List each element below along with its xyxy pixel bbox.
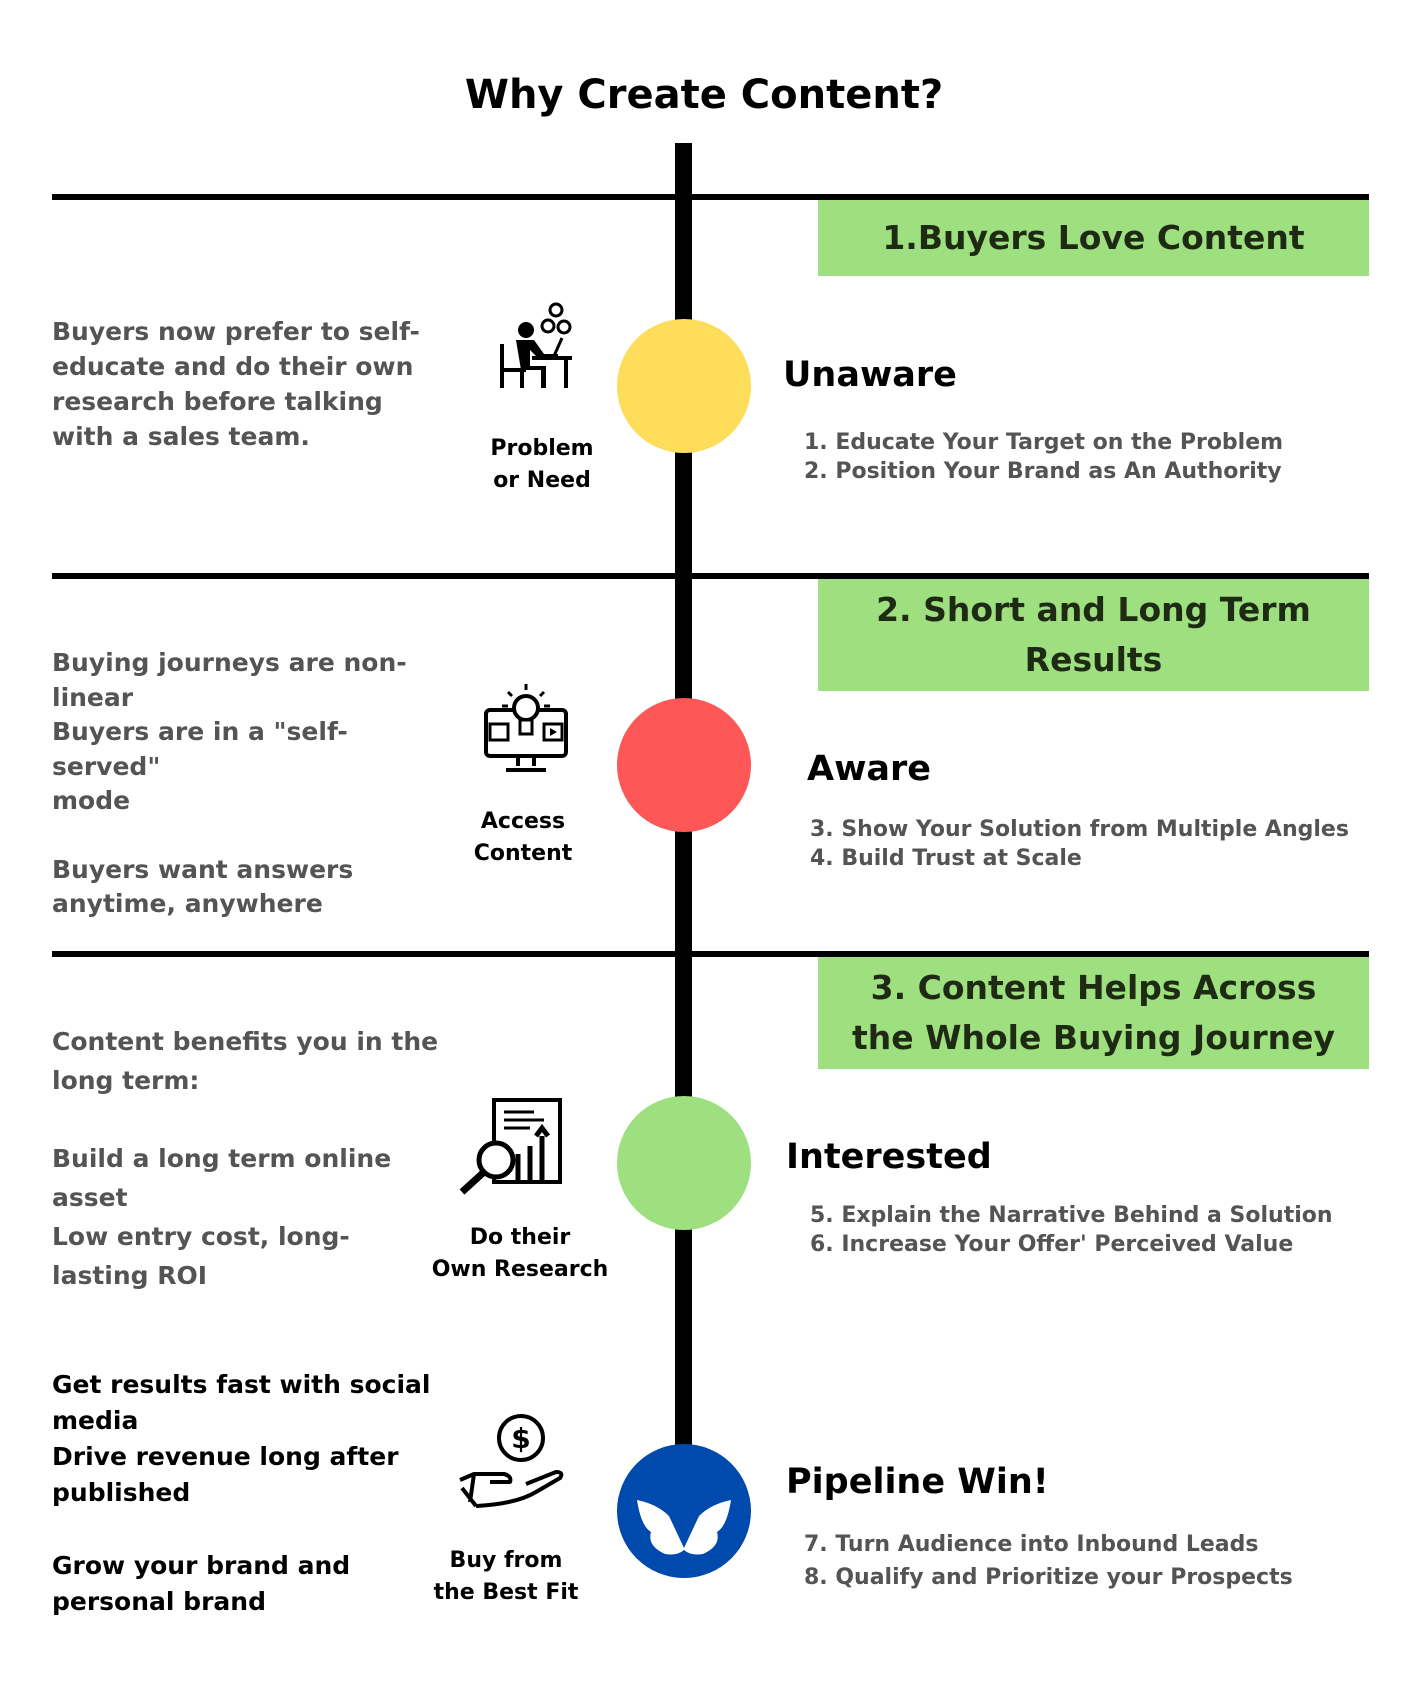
v-wings-logo-icon — [637, 1500, 731, 1555]
stage-heading-aware: Aware — [807, 749, 932, 789]
section-banner-1: 1.Buyers Love Content — [818, 200, 1369, 276]
brand-logo — [617, 1444, 751, 1578]
section-2-description: Buying journeys are non- linear Buyers a… — [52, 646, 452, 922]
spacer — [52, 819, 452, 853]
text-line: published — [52, 1478, 191, 1507]
text-line: Get results fast with social — [52, 1370, 431, 1399]
text-line: Content — [473, 841, 573, 866]
banner-text: 1.Buyers Love Content — [882, 218, 1305, 257]
banner-text: 2. Short and Long Term — [876, 590, 1311, 629]
list-item: 6. Increase Your Offer' Perceived Value — [810, 1232, 1294, 1257]
text-line: Drive revenue long after — [52, 1442, 399, 1471]
text-line: Buying journeys are non- — [52, 648, 407, 677]
monitor-lightbulb-icon — [480, 680, 572, 776]
list-item: 4. Build Trust at Scale — [810, 846, 1082, 871]
text-line: Do their — [469, 1225, 571, 1250]
section-3-description: Content benefits you in the long term: B… — [52, 1022, 452, 1295]
list-item: 2. Position Your Brand as An Authority — [804, 459, 1282, 484]
list-item: 7. Turn Audience into Inbound Leads — [804, 1532, 1259, 1557]
text-line: Buyers want answers — [52, 854, 354, 884]
hand-dollar-icon: $ — [456, 1410, 566, 1514]
divider — [52, 573, 1369, 579]
divider — [52, 194, 1369, 200]
list-item: 8. Qualify and Prioritize your Prospects — [804, 1565, 1293, 1590]
stage-label-buy: Buy from the Best Fit — [396, 1545, 616, 1609]
text-line: personal brand — [52, 1587, 266, 1616]
text-line: media — [52, 1406, 139, 1435]
text-line: with a sales team. — [52, 422, 310, 451]
divider — [52, 951, 1369, 957]
stage-actions-interested: 5. Explain the Narrative Behind a Soluti… — [810, 1201, 1333, 1259]
list-item: 3. Show Your Solution from Multiple Angl… — [810, 817, 1349, 842]
person-at-desk-gears-icon — [496, 300, 576, 396]
text-line: Problem — [490, 436, 594, 461]
text-line: Content benefits you in the — [52, 1027, 439, 1056]
text-line: research before talking — [52, 387, 383, 416]
page-title: Why Create Content? — [464, 72, 944, 118]
magnifier-report-icon — [456, 1096, 566, 1196]
text-line: Grow your brand and — [52, 1551, 351, 1580]
text-line: the Best Fit — [433, 1580, 579, 1605]
stage-label-research: Do their Own Research — [410, 1222, 630, 1286]
text-line: anytime, anywhere — [52, 889, 323, 918]
text-line: Build a long term online — [52, 1144, 392, 1173]
text-line: Buyers are in a "self-served" — [52, 717, 348, 781]
list-item: 5. Explain the Narrative Behind a Soluti… — [810, 1203, 1333, 1228]
stage-heading-interested: Interested — [786, 1137, 992, 1177]
banner-text: Results — [1024, 640, 1163, 679]
spacer — [52, 1511, 452, 1548]
banner-text: 3. Content Helps Across — [870, 968, 1317, 1007]
text-line: educate and do their own — [52, 352, 414, 381]
stage-heading-pipeline-win: Pipeline Win! — [786, 1462, 1049, 1502]
stage-marker-unaware — [617, 319, 751, 453]
text-line: mode — [52, 786, 131, 815]
text-line: asset — [52, 1183, 128, 1212]
section-banner-2: 2. Short and Long Term Results — [818, 579, 1369, 691]
text-line: Access — [480, 809, 566, 834]
stage-actions-pipeline-win: 7. Turn Audience into Inbound Leads 8. Q… — [804, 1528, 1293, 1594]
svg-text:$: $ — [511, 1422, 530, 1455]
section-1-description: Buyers now prefer to self- educate and d… — [52, 314, 452, 454]
stage-actions-unaware: 1. Educate Your Target on the Problem 2.… — [804, 428, 1283, 486]
stage-label-access: Access Content — [413, 806, 633, 870]
text-line: Buyers now prefer to self- — [52, 317, 420, 346]
section-banner-3: 3. Content Helps Across the Whole Buying… — [818, 957, 1369, 1069]
text-line: Buy from — [449, 1548, 563, 1573]
text-line: lasting ROI — [52, 1261, 208, 1290]
stage-marker-interested — [617, 1096, 751, 1230]
spacer — [52, 1100, 452, 1139]
stage-label-problem: Problem or Need — [432, 433, 652, 497]
text-line: long term: — [52, 1066, 200, 1095]
text-line: Own Research — [431, 1257, 609, 1282]
text-line: or Need — [493, 468, 591, 493]
stage-marker-aware — [617, 698, 751, 832]
section-4-description: Get results fast with social media Drive… — [52, 1367, 452, 1620]
stage-heading-unaware: Unaware — [783, 355, 957, 395]
stage-actions-aware: 3. Show Your Solution from Multiple Angl… — [810, 815, 1349, 873]
list-item: 1. Educate Your Target on the Problem — [804, 430, 1284, 455]
text-line: Low entry cost, long- — [52, 1222, 350, 1251]
banner-text: the Whole Buying Journey — [851, 1018, 1336, 1057]
text-line: linear — [52, 682, 134, 712]
